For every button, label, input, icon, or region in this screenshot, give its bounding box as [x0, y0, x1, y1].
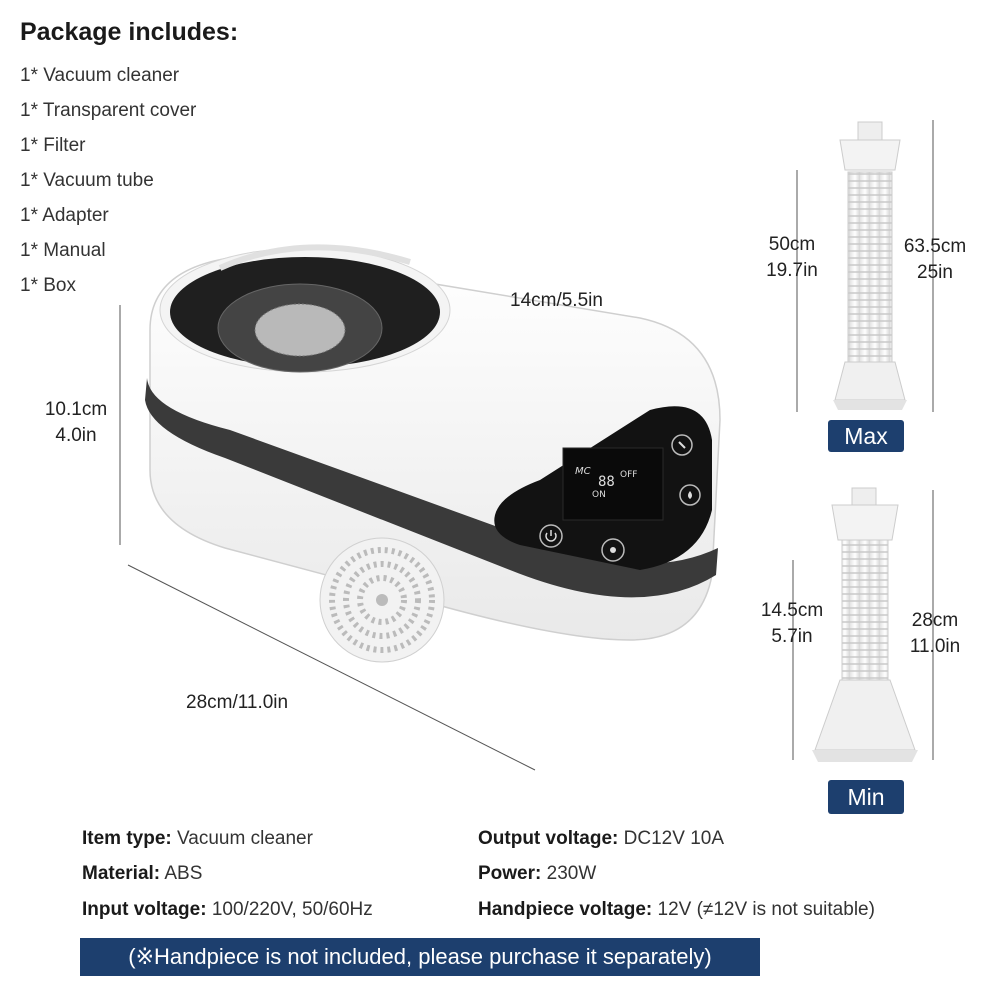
spec-input-voltage: Input voltage: 100/220V, 50/60Hz: [82, 899, 373, 921]
spec-handpiece-voltage: Handpiece voltage: 12V (≠12V is not suit…: [478, 899, 875, 921]
spec-value: ABS: [160, 863, 203, 884]
package-item: 1* Vacuum tube: [20, 170, 154, 191]
spec-material: Material: ABS: [82, 863, 202, 885]
spec-item-type: Item type: Vacuum cleaner: [82, 828, 313, 850]
spec-value: DC12V 10A: [618, 828, 725, 849]
vent-grille: [319, 537, 445, 663]
droplet-icon: [679, 484, 701, 506]
package-item: 1* Adapter: [20, 205, 109, 226]
package-item: 1* Box: [20, 275, 76, 296]
light-icon: [671, 434, 693, 456]
height-cm-label: 10.1cm: [44, 399, 108, 420]
spec-label: Material:: [82, 863, 161, 884]
tube-min-in: 5.7in: [771, 626, 813, 647]
spec-power: Power: 230W: [478, 863, 596, 885]
package-item: 1* Filter: [20, 135, 86, 156]
spec-output-voltage: Output voltage: DC12V 10A: [478, 828, 724, 850]
control-panel: MC OFF ON 88: [494, 406, 712, 570]
fan-icon: [601, 538, 625, 562]
package-item: 1* Vacuum cleaner: [20, 65, 180, 86]
lcd-logo: MC: [575, 466, 591, 477]
lcd-digits: 88: [598, 474, 615, 490]
package-list: 1* Vacuum cleaner 1* Transparent cover 1…: [20, 58, 196, 303]
depth-label: 14cm/5.5in: [510, 290, 603, 311]
total-min-cm: 28cm: [911, 610, 959, 631]
min-badge: Min: [828, 780, 904, 814]
tube-min-cm: 14.5cm: [760, 600, 824, 621]
tube-max: [833, 121, 907, 410]
spec-label: Output voltage:: [478, 828, 619, 849]
spec-label: Item type:: [82, 828, 172, 849]
total-max-in: 25in: [917, 262, 953, 283]
package-title: Package includes:: [20, 18, 239, 46]
lcd-off: OFF: [620, 470, 637, 480]
spec-value: Vacuum cleaner: [171, 828, 313, 849]
spec-label: Power:: [478, 863, 542, 884]
spec-value: 100/220V, 50/60Hz: [206, 899, 373, 920]
height-in-label: 4.0in: [55, 425, 97, 446]
package-item: 1* Transparent cover: [20, 100, 197, 121]
tube-min: [812, 487, 918, 762]
total-min-in: 11.0in: [909, 636, 961, 657]
spec-value: 12V (≠12V is not suitable): [652, 899, 875, 920]
power-icon: [539, 524, 563, 548]
tube-max-in: 19.7in: [766, 260, 818, 281]
total-max-cm: 63.5cm: [903, 236, 967, 257]
spec-value: 230W: [541, 863, 597, 884]
notice-banner: (※Handpiece is not included, please purc…: [80, 938, 760, 976]
length-label: 28cm/11.0in: [186, 692, 289, 713]
max-badge: Max: [828, 420, 904, 452]
package-item: 1* Manual: [20, 240, 106, 261]
spec-label: Handpiece voltage:: [478, 899, 653, 920]
lcd-on: ON: [592, 490, 606, 500]
spec-label: Input voltage:: [82, 899, 207, 920]
tube-max-cm: 50cm: [768, 234, 816, 255]
lcd-screen: [562, 447, 664, 521]
